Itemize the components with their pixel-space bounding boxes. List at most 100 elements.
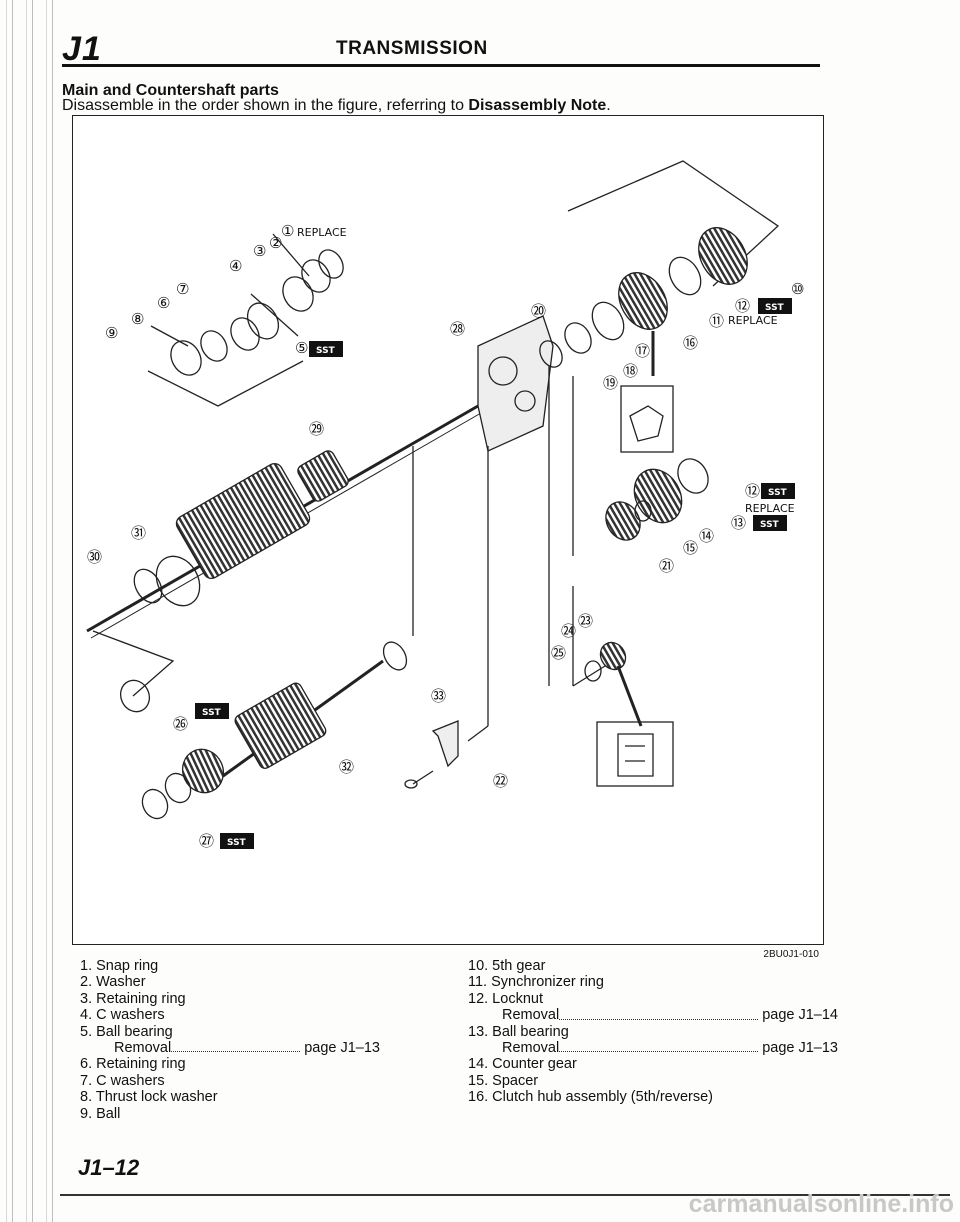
clutch-hub-part	[618, 272, 668, 330]
part-removal-reference: Removal page J1–13	[80, 1040, 380, 1056]
sst-badge-13	[753, 515, 787, 531]
callout-12: ⑫	[735, 297, 750, 315]
dot-leader	[559, 1040, 759, 1053]
transmission-case-part	[477, 315, 554, 452]
sst-badge-5	[309, 341, 343, 357]
page-reference: page J1–13	[304, 1040, 380, 1057]
callout-3: ③	[253, 242, 266, 260]
callout-25: ㉕	[551, 644, 566, 662]
shift-rod-part	[431, 720, 459, 768]
replace-label-12: REPLACE	[728, 314, 778, 327]
sst-badge-26	[195, 703, 229, 719]
washer-part	[301, 259, 331, 293]
callout-28: ㉘	[450, 320, 465, 338]
part-removal-reference: Removal page J1–13	[468, 1040, 838, 1056]
sst-badge-12	[758, 298, 792, 314]
part-list-item: 3. Retaining ring	[80, 990, 186, 1007]
callout-5: ⑤	[295, 339, 308, 357]
part-list-item: 9. Ball	[80, 1105, 121, 1122]
counter-gear-part	[633, 468, 683, 524]
idler-inset-box	[596, 721, 674, 787]
callout-17: ⑰	[635, 342, 650, 360]
callout-10: ⑩	[791, 280, 804, 298]
sst-badge-5-text: SST	[316, 346, 336, 356]
part-list-item: 12. Locknut	[468, 990, 543, 1007]
part-list-item: 6. Retaining ring	[80, 1056, 186, 1073]
callout-16: ⑯	[683, 334, 698, 352]
removal-label: Removal	[502, 1007, 560, 1024]
callout-12b: ⑫	[745, 482, 760, 500]
replace-label-12b: REPLACE	[745, 502, 795, 515]
c-washer-part	[246, 302, 280, 340]
sst-badge-26-text: SST	[202, 708, 222, 718]
ball-part	[170, 340, 202, 376]
retaining-ring-part	[282, 276, 314, 312]
callout-11: ⑪	[709, 312, 724, 330]
callout-21: ㉑	[659, 557, 674, 575]
part-list-item: 11. Synchronizer ring	[468, 974, 604, 991]
sst-badge-12b-text: SST	[768, 488, 788, 498]
part-list-item: 7. C washers	[80, 1072, 165, 1089]
callout-27: ㉗	[199, 832, 214, 850]
snap-ring-part	[318, 249, 344, 279]
thrust-washer-part	[200, 330, 228, 362]
clutch-hub-inset-box	[620, 385, 674, 453]
callout-4: ④	[229, 257, 242, 275]
part-list-item: 5. Ball bearing	[80, 1023, 173, 1040]
callout-8: ⑧	[131, 310, 144, 328]
dot-leader	[171, 1040, 301, 1053]
callout-15: ⑮	[683, 539, 698, 557]
counter-gear-cluster	[234, 682, 327, 769]
figure-code: 2BU0J1-010	[763, 949, 819, 960]
callout-1: ①	[281, 222, 294, 240]
page-title: TRANSMISSION	[336, 38, 488, 59]
part-list-item: 14. Counter gear	[468, 1056, 577, 1073]
removal-label: Removal	[114, 1040, 172, 1057]
watermark: carmanualsonline.info	[688, 1190, 954, 1218]
callout-20: ⑳	[531, 302, 546, 320]
instruction-note-ref: Disassembly Note	[468, 97, 607, 114]
exploded-view-figure: ① REPLACE ② ③ ④ ⑤ ⑥ ⑦ ⑧ ⑨ ⑩ ⑪ ⑫ REPLACE …	[72, 115, 824, 960]
page-reference: page J1–13	[762, 1040, 838, 1057]
part-list-item: 13. Ball bearing	[468, 1023, 569, 1040]
callout-24: ㉔	[561, 622, 576, 640]
part-list-item: 2. Washer	[80, 974, 146, 991]
part-list-item: 15. Spacer	[468, 1072, 539, 1089]
removal-label: Removal	[502, 1040, 560, 1057]
section-code: J1	[62, 30, 102, 68]
footer-rule	[60, 1194, 950, 1196]
part-list-item: 8. Thrust lock washer	[80, 1089, 218, 1106]
exploded-view-drawing: ① REPLACE ② ③ ④ ⑤ ⑥ ⑦ ⑧ ⑨ ⑩ ⑪ ⑫ REPLACE …	[86, 160, 804, 850]
callout-7: ⑦	[176, 280, 189, 298]
callout-31: ㉛	[131, 524, 146, 542]
sst-badge-27	[220, 833, 254, 849]
callout-29: ㉙	[309, 420, 324, 438]
dot-leader	[559, 1007, 759, 1020]
instruction-prefix: Disassemble in the order shown in the fi…	[62, 97, 469, 114]
retaining-ring-6-part	[230, 317, 260, 351]
callout-30: ㉚	[87, 548, 102, 566]
callout-32: ㉜	[339, 758, 354, 776]
page-number: J1–12	[78, 1155, 140, 1180]
page-reference: page J1–14	[762, 1007, 838, 1024]
scan-binding-edge	[0, 0, 58, 1222]
callout-33: ㉝	[431, 687, 446, 705]
callout-26: ㉖	[173, 715, 188, 733]
section-heading: Main and Countershaft parts	[62, 82, 279, 99]
part-removal-reference: Removal page J1–14	[468, 1007, 838, 1023]
callout-22: ㉒	[493, 772, 508, 790]
part-list-item: 16. Clutch hub assembly (5th/reverse)	[468, 1089, 713, 1106]
sst-badge-12-text: SST	[765, 303, 785, 313]
callout-14: ⑭	[699, 527, 714, 545]
instruction-suffix: .	[606, 97, 611, 114]
part-list-item: 1. Snap ring	[80, 958, 159, 974]
callout-9: ⑨	[105, 324, 118, 342]
sst-badge-27-text: SST	[227, 838, 247, 848]
sst-badge-12b	[761, 483, 795, 499]
sst-badge-13-text: SST	[760, 520, 780, 530]
callout-13: ⑬	[731, 514, 746, 532]
part-list-item: 10. 5th gear	[468, 958, 546, 974]
locknut-part	[677, 458, 709, 494]
